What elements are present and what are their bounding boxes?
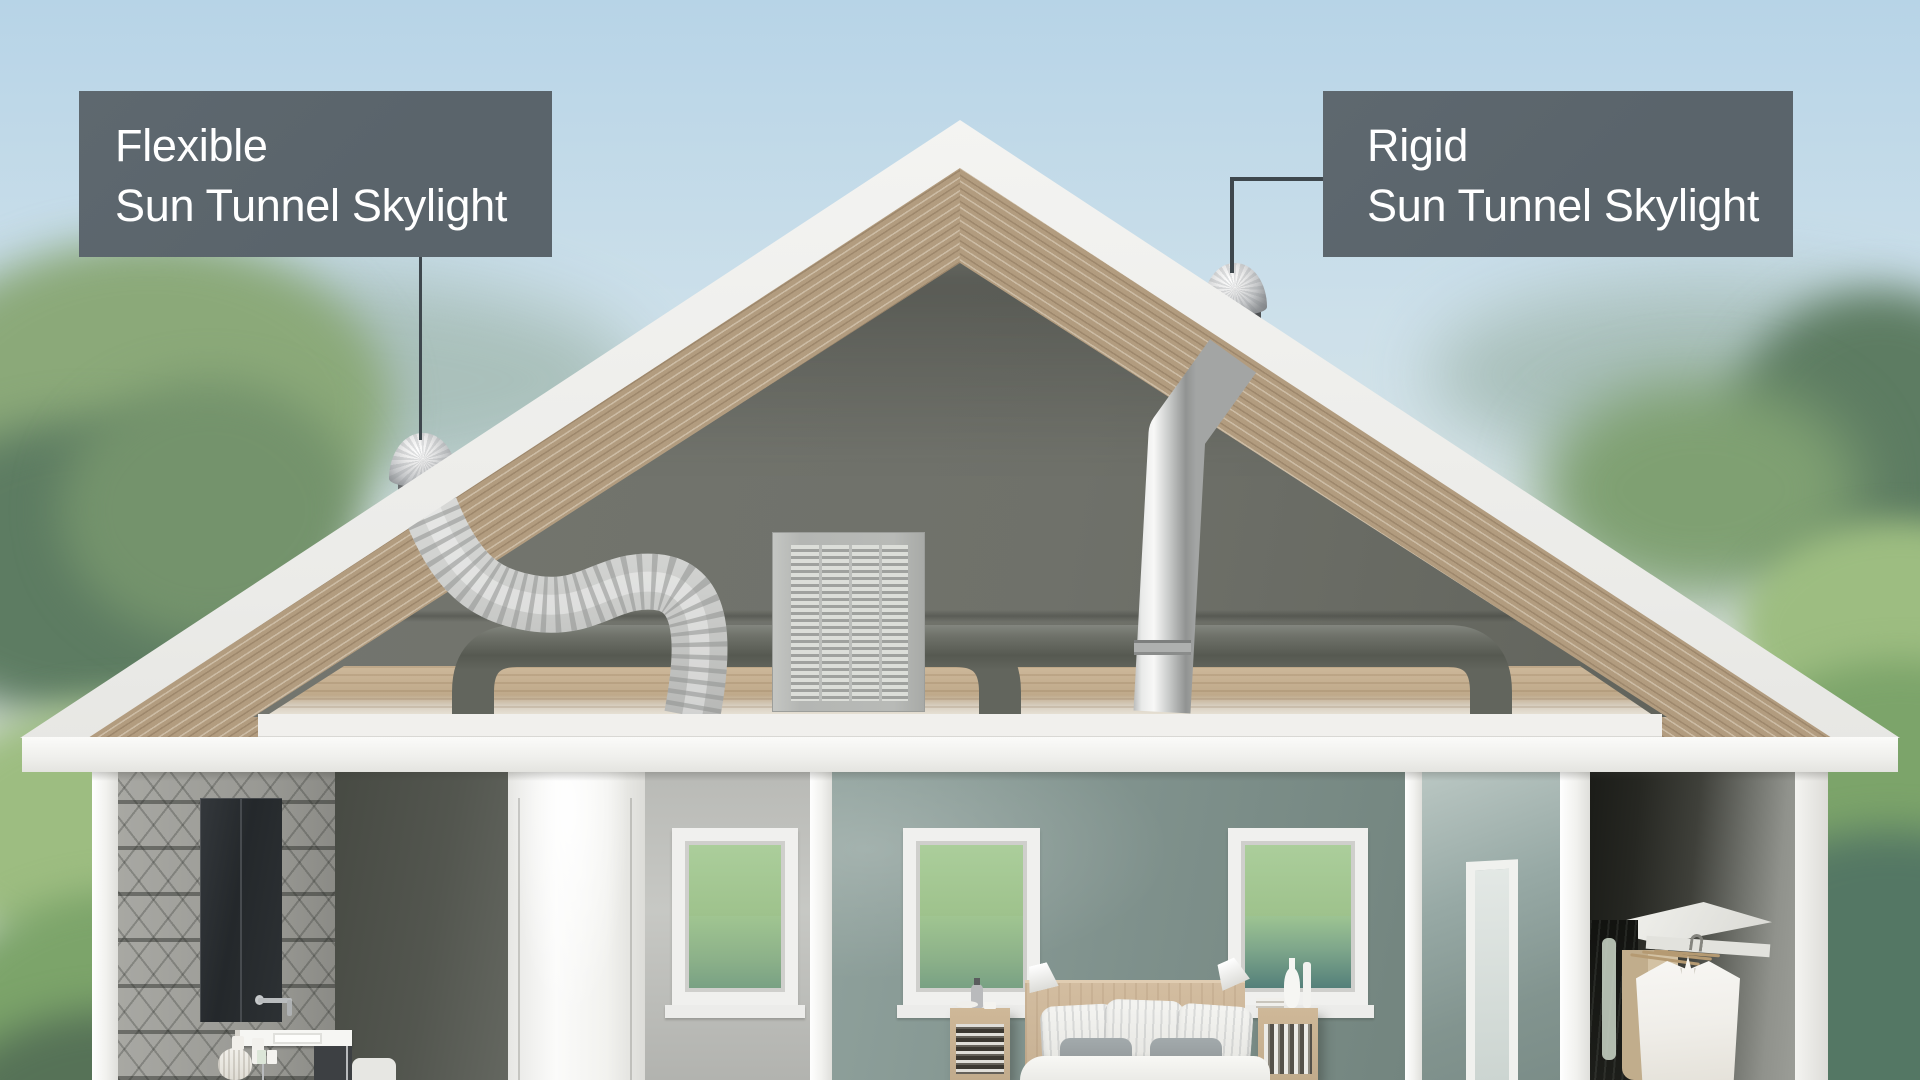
exterior-wall-left — [92, 772, 118, 1080]
book-stack — [1256, 998, 1284, 1008]
rigid-callout-line-vertical — [1230, 177, 1234, 273]
lower-floor — [92, 772, 1828, 1080]
rigid-sun-tunnel-label: Rigid Sun Tunnel Skylight — [1323, 91, 1793, 257]
flexible-callout-line — [419, 255, 422, 440]
vanity-cabinet — [314, 1046, 352, 1080]
vanity-sink — [273, 1033, 322, 1044]
bathroom-mirror-cabinet — [200, 798, 282, 1022]
window-pane-upper — [1245, 845, 1351, 917]
bowl-decor — [956, 1001, 978, 1008]
partition-wall — [1405, 772, 1422, 1080]
door-edge-seam — [630, 798, 632, 1080]
bathroom-accent-wall — [335, 772, 508, 1080]
partition-wall — [1560, 772, 1590, 1080]
nightstand-books — [1264, 1024, 1312, 1074]
cup-decor — [984, 1002, 996, 1009]
eave-fascia-band — [22, 737, 1898, 772]
nightstand-books — [956, 1024, 1004, 1074]
partition-wall — [810, 772, 832, 1080]
closet — [1590, 772, 1795, 1080]
wall-faucet — [258, 998, 292, 1003]
label-line2: Sun Tunnel Skylight — [115, 180, 508, 231]
window-sill — [665, 1005, 805, 1018]
vanity-leg — [346, 1046, 348, 1080]
label-line2: Sun Tunnel Skylight — [1367, 180, 1760, 231]
louver-divider — [819, 545, 822, 701]
exterior-wall-right — [1795, 772, 1828, 1080]
door-frame-seam — [518, 798, 520, 1080]
bathtub-edge — [352, 1058, 396, 1080]
window-pane-lower — [920, 916, 1023, 988]
window-pane-lower — [689, 916, 781, 988]
window-pane-upper — [689, 845, 781, 917]
ceiling-shadow — [92, 772, 1828, 781]
rigid-callout-line-horizontal — [1230, 177, 1326, 181]
ceiling-joist-band — [258, 714, 1662, 738]
hall-door-partition — [508, 772, 645, 1080]
bedroom — [832, 772, 1405, 1080]
blouse-neckline — [1680, 968, 1696, 994]
flexible-tube-ribs — [424, 492, 700, 716]
mirror-seam — [240, 798, 242, 1022]
mint-garment — [1602, 938, 1616, 1060]
white-blouse — [1636, 956, 1740, 1080]
louver-divider — [849, 545, 852, 701]
white-carafe — [1284, 958, 1300, 1008]
air-handler-unit — [772, 532, 925, 712]
louver-divider — [879, 545, 882, 701]
bed-duvet — [1020, 1056, 1270, 1080]
candlestick — [1303, 962, 1311, 1008]
hallway — [645, 772, 810, 1080]
closet-door-wall — [1422, 772, 1560, 1080]
nightstand-left — [950, 1008, 1010, 1080]
hanger-hook — [1688, 933, 1705, 952]
rigid-tube-seam — [1134, 641, 1191, 655]
toiletry-cup — [257, 1050, 266, 1064]
closet-door-frame — [1466, 859, 1518, 1080]
toiletry-cup — [267, 1050, 277, 1064]
rigid-tunnel-tube — [1162, 356, 1233, 712]
toiletry-jar — [218, 1048, 252, 1080]
hallway-window — [672, 828, 798, 1005]
flexible-sun-tunnel-label: Flexible Sun Tunnel Skylight — [79, 91, 552, 257]
window-pane-upper — [920, 845, 1023, 917]
bathroom — [118, 772, 508, 1080]
bedroom-window-left — [903, 828, 1040, 1005]
label-line1: Flexible — [115, 120, 268, 171]
label-line1: Rigid — [1367, 120, 1469, 171]
faucet-spout — [287, 1000, 292, 1016]
soap-pump-bottle — [232, 1030, 244, 1050]
